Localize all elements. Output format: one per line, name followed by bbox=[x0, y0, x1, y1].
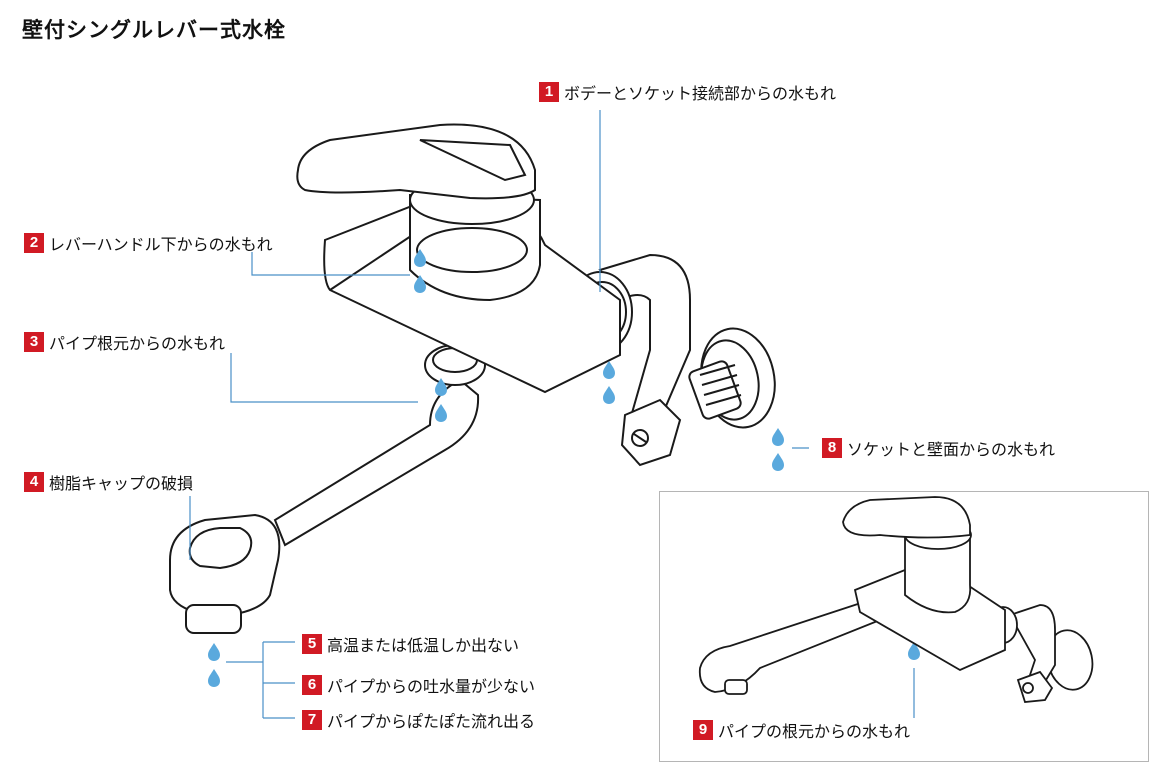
inset-panel bbox=[659, 491, 1149, 762]
callout-5: 5 高温または低温しか出ない bbox=[302, 632, 519, 656]
callout-number: 3 bbox=[24, 332, 44, 352]
callout-number: 8 bbox=[822, 438, 842, 458]
callout-2: 2 レバーハンドル下からの水もれ bbox=[24, 231, 273, 255]
callout-number: 7 bbox=[302, 710, 322, 730]
callout-6: 6 パイプからの吐水量が少ない bbox=[302, 673, 535, 697]
callout-text: ボデーとソケット接続部からの水もれ bbox=[564, 84, 837, 103]
callout-8: 8 ソケットと壁面からの水もれ bbox=[822, 436, 1055, 460]
callout-number: 5 bbox=[302, 634, 322, 654]
callout-text: 高温または低温しか出ない bbox=[327, 636, 520, 655]
callout-number: 2 bbox=[24, 233, 44, 253]
callout-text: ソケットと壁面からの水もれ bbox=[847, 440, 1056, 459]
callout-text: パイプからの吐水量が少ない bbox=[327, 677, 536, 696]
callout-text: パイプからぽたぽた流れ出る bbox=[327, 712, 536, 731]
callout-9: 9 パイプの根元からの水もれ bbox=[693, 718, 910, 742]
callout-4: 4 樹脂キャップの破損 bbox=[24, 470, 193, 494]
diagram-title: 壁付シングルレバー式水栓 bbox=[22, 18, 286, 42]
callout-text: パイプの根元からの水もれ bbox=[718, 722, 911, 741]
callout-text: レバーハンドル下からの水もれ bbox=[49, 235, 273, 254]
callout-number: 9 bbox=[693, 720, 713, 740]
callout-number: 6 bbox=[302, 675, 322, 695]
callout-7: 7 パイプからぽたぽた流れ出る bbox=[302, 708, 535, 732]
callout-text: パイプ根元からの水もれ bbox=[49, 334, 226, 353]
callout-number: 1 bbox=[539, 82, 559, 102]
callout-number: 4 bbox=[24, 472, 44, 492]
callout-3: 3 パイプ根元からの水もれ bbox=[24, 330, 225, 354]
callout-text: 樹脂キャップの破損 bbox=[49, 474, 194, 493]
callout-1: 1 ボデーとソケット接続部からの水もれ bbox=[539, 80, 836, 104]
